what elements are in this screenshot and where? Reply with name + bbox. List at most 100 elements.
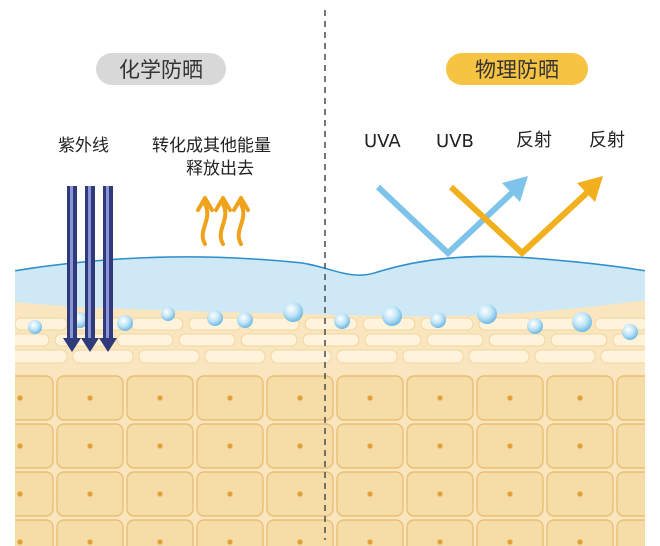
- reflect-label-1: 反射: [516, 130, 552, 151]
- skin-cell: [616, 375, 645, 421]
- epidermis-cell: [653, 318, 660, 330]
- sunscreen-particle: [477, 304, 497, 324]
- uvb-label: UVB: [436, 131, 474, 152]
- cell-nucleus: [577, 443, 583, 449]
- sunscreen-particle: [161, 307, 175, 321]
- cell-nucleus: [647, 443, 652, 448]
- uv-arrow: [99, 186, 117, 352]
- cell-nucleus: [647, 491, 652, 496]
- cell-nucleus: [297, 539, 303, 545]
- skin-cell: [616, 471, 645, 517]
- sunscreen-particles: [28, 302, 638, 340]
- cell-nucleus: [297, 395, 303, 401]
- cell-nucleus: [227, 539, 233, 545]
- epidermis-cells: [15, 317, 660, 364]
- cell-nucleus: [17, 395, 23, 401]
- cell-nucleus: [87, 491, 93, 497]
- cell-nucleus: [297, 491, 303, 497]
- epidermis-cell: [302, 333, 360, 347]
- heat-arrow: [200, 202, 210, 246]
- chemical-sunscreen-title: 化学防晒: [96, 53, 226, 85]
- epidermis-cell: [204, 349, 266, 364]
- sunscreen-particle: [334, 313, 350, 329]
- epidermis-cell: [550, 333, 608, 347]
- reflect-label-2: 反射: [589, 130, 625, 151]
- epidermis-cell: [364, 333, 422, 347]
- cell-nucleus: [17, 443, 23, 449]
- cell-nucleus: [157, 539, 163, 545]
- sunscreen-particle: [283, 302, 303, 322]
- skin-cell: [15, 423, 54, 469]
- cell-nucleus: [227, 395, 233, 401]
- epidermis-cell: [138, 349, 200, 364]
- cell-nucleus: [437, 395, 443, 401]
- cell-nucleus: [367, 491, 373, 497]
- cell-nucleus: [507, 491, 513, 497]
- sunscreen-particle: [622, 324, 638, 340]
- cell-nucleus: [17, 491, 23, 497]
- sunscreen-particle: [117, 315, 133, 331]
- physical-sunscreen-title: 物理防晒: [446, 53, 588, 85]
- epidermis-cell: [488, 333, 546, 347]
- epidermis-cell: [468, 349, 530, 364]
- sunscreen-film: [15, 255, 645, 317]
- cell-nucleus: [437, 539, 443, 545]
- epidermis-cell: [178, 333, 236, 347]
- chemical-sunscreen-title-text: 化学防晒: [119, 58, 203, 82]
- epidermis-cell: [600, 349, 645, 364]
- cell-nucleus: [367, 443, 373, 449]
- cell-nucleus: [577, 395, 583, 401]
- skin-cell: [616, 519, 645, 546]
- cell-nucleus: [297, 443, 303, 449]
- cell-nucleus: [157, 395, 163, 401]
- uv-arrow: [81, 186, 99, 352]
- epidermis-cell: [130, 317, 184, 331]
- sunscreen-particle: [527, 318, 543, 334]
- uv-arrows: [63, 186, 117, 352]
- sunscreen-particle: [430, 312, 446, 328]
- cell-nucleus: [577, 539, 583, 545]
- cell-nucleus: [507, 539, 513, 545]
- sunscreen-particle: [382, 306, 402, 326]
- skin-cell: [15, 375, 54, 421]
- epidermis-cell: [426, 333, 484, 347]
- cell-nucleus: [647, 539, 652, 544]
- cell-nucleus: [367, 395, 373, 401]
- epidermis-cell: [72, 349, 134, 364]
- uva-label: UVA: [364, 131, 401, 152]
- cell-nucleus: [577, 491, 583, 497]
- cell-nucleus: [437, 491, 443, 497]
- cell-nucleus: [157, 491, 163, 497]
- uvb-reflection-arrow: [448, 176, 603, 258]
- sunscreen-surface-line: [15, 255, 645, 276]
- cell-nucleus: [437, 443, 443, 449]
- released-energy-arrows: [196, 196, 250, 246]
- skin-cell: [15, 471, 54, 517]
- sunscreen-particle: [572, 312, 592, 332]
- cell-nucleus: [17, 539, 23, 545]
- cell-nucleus: [367, 539, 373, 545]
- heat-arrow: [218, 202, 228, 246]
- epidermis-cell: [534, 349, 596, 364]
- uva-reflection-arrow: [375, 176, 528, 258]
- epidermis-cell: [420, 317, 474, 331]
- epidermis-cell: [594, 317, 645, 331]
- uv-arrow: [63, 186, 81, 352]
- sunscreen-particle: [28, 320, 42, 334]
- physical-sunscreen-title-text: 物理防晒: [475, 58, 559, 82]
- epidermis-cell: [116, 333, 174, 347]
- epidermis-cell: [336, 349, 398, 364]
- epidermis-cell: [402, 349, 464, 364]
- skin-cells: [15, 375, 652, 546]
- uv-label: 紫外线: [58, 136, 109, 156]
- epidermis-cell: [15, 333, 50, 347]
- convert-energy-label-line1: 转化成其他能量: [152, 136, 271, 156]
- heat-arrow: [236, 202, 246, 246]
- cell-nucleus: [227, 443, 233, 449]
- epidermis-cell: [240, 333, 298, 347]
- convert-energy-label-line2: 释放出去: [186, 159, 254, 179]
- cell-nucleus: [87, 395, 93, 401]
- sunscreen-particle: [237, 312, 253, 328]
- cell-nucleus: [507, 395, 513, 401]
